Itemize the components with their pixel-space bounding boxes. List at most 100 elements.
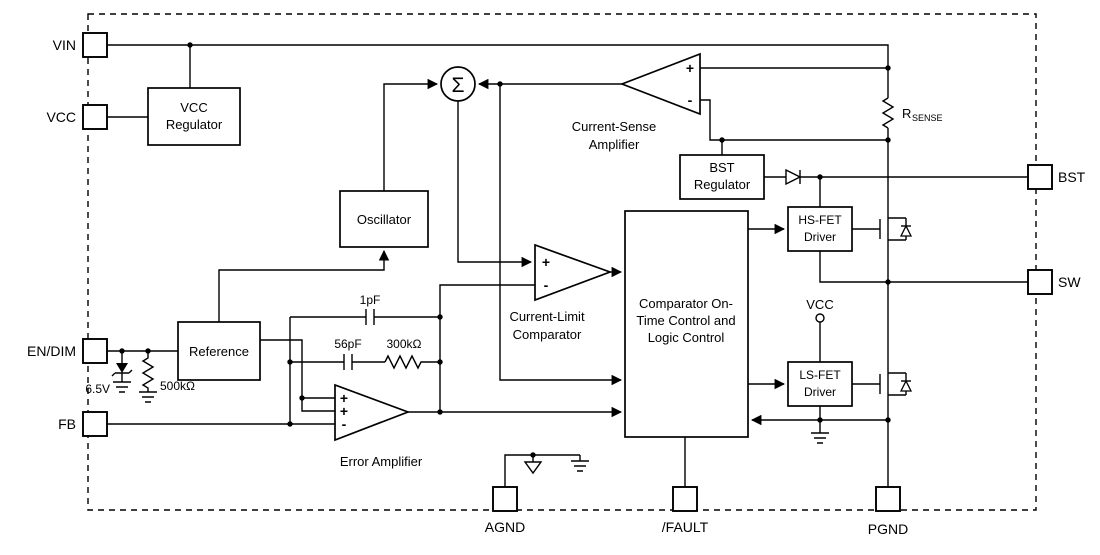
bst-regulator-label: Regulator xyxy=(694,177,751,192)
wire-summer-to-comparator xyxy=(457,101,533,268)
logic-control-label: Comparator On- xyxy=(639,296,733,311)
minus-sign: - xyxy=(688,92,693,108)
zener-voltage-label: 6.5V xyxy=(85,382,110,396)
vcc-regulator-box xyxy=(147,87,241,146)
junction xyxy=(497,81,503,87)
sigma-icon: Σ xyxy=(452,74,465,97)
pin-box-bst xyxy=(1027,164,1053,190)
error-amp-label: Error Amplifier xyxy=(340,454,423,469)
pin-pgnd: PGND xyxy=(868,486,908,537)
pin-fb: FB xyxy=(58,411,108,437)
summing-circle xyxy=(440,66,476,102)
pin-label-vin: VIN xyxy=(53,37,76,53)
minus-sign: - xyxy=(342,416,347,432)
res-500k-label: 500kΩ xyxy=(160,379,195,393)
ls-fet-driver-label: Driver xyxy=(804,385,836,399)
bst-regulator-box xyxy=(679,154,765,200)
error-amp-triangle xyxy=(334,383,411,442)
rsense-label-sub: SENSE xyxy=(912,113,943,123)
oscillator-box xyxy=(339,190,429,248)
pin-box-fb xyxy=(82,411,108,437)
wire-oscillator-to-summer xyxy=(383,78,439,191)
junction xyxy=(437,409,443,415)
rsense-label: R xyxy=(902,106,911,121)
wire-reference-to-oscillator xyxy=(218,249,390,322)
current-sense-amplifier: + - Current-Sense Amplifier xyxy=(572,52,701,152)
junction xyxy=(719,137,725,143)
ground-icon xyxy=(139,391,157,403)
ls-fet-driver-box xyxy=(787,361,853,407)
block-reference: Reference xyxy=(177,321,261,381)
pin-fault: /FAULT xyxy=(662,486,709,535)
wire-vin-rail xyxy=(107,44,889,98)
ic-boundary xyxy=(87,13,1037,511)
current-sense-amp-label: Current-Sense xyxy=(572,119,657,134)
res-300k-symbol xyxy=(384,354,440,370)
junction xyxy=(187,42,193,48)
part-labels: R SENSE 1pF 56pF 300kΩ 6.5V 500kΩ VCC xyxy=(85,106,942,396)
cap-1pf-symbol xyxy=(365,309,375,325)
block-hs-fet-driver: HS-FET Driver xyxy=(787,206,853,252)
wire-agnd xyxy=(504,454,580,487)
hs-fet-gate xyxy=(852,219,881,239)
current-sense-amp-label: Amplifier xyxy=(589,137,640,152)
hs-fet-driver-box xyxy=(787,206,853,252)
ls-fet-driver-label: LS-FET xyxy=(799,368,841,382)
pin-agnd: AGND xyxy=(485,486,525,535)
ls-fet-body-leads xyxy=(888,372,907,396)
junction xyxy=(287,359,293,365)
pin-label-bst: BST xyxy=(1058,169,1086,185)
ground-icon xyxy=(113,381,131,393)
vcc-net-label: VCC xyxy=(806,297,833,312)
hs-fet-driver-label: Driver xyxy=(804,230,836,244)
block-oscillator: Oscillator xyxy=(339,190,429,248)
junction xyxy=(530,452,536,458)
block-bst-regulator: BST Regulator xyxy=(679,154,765,200)
hs-fet-icon xyxy=(888,217,913,241)
pin-box-agnd xyxy=(492,486,518,512)
rsense-resistor-symbol xyxy=(881,97,895,129)
cap-56pf-label: 56pF xyxy=(334,337,361,351)
res-500k-symbol xyxy=(141,351,155,392)
junction-dots xyxy=(119,42,891,458)
wire-reference-to-error-amp xyxy=(260,339,335,412)
signal-ground-icon xyxy=(523,461,543,475)
plus-sign: + xyxy=(542,254,550,270)
junction xyxy=(145,348,151,354)
pin-label-sw: SW xyxy=(1058,274,1081,290)
pin-label-en-dim: EN/DIM xyxy=(27,343,76,359)
pin-vcc: VCC xyxy=(46,104,108,130)
logic-control-label: Logic Control xyxy=(648,330,725,345)
ground-icon xyxy=(811,432,829,444)
zener-diode-icon xyxy=(116,363,128,373)
logic-control-label: Time Control and xyxy=(636,313,735,328)
junction xyxy=(885,417,891,423)
oscillator-label: Oscillator xyxy=(357,212,412,227)
pin-label-fb: FB xyxy=(58,416,76,432)
pin-label-vcc: VCC xyxy=(46,109,76,125)
vcc-regulator-label: Regulator xyxy=(166,117,223,132)
error-amplifier: + + - Error Amplifier xyxy=(334,383,423,469)
hs-fet-driver-label: HS-FET xyxy=(798,213,842,227)
junction xyxy=(287,421,293,427)
bst-regulator-label: BST xyxy=(709,160,734,175)
wire-comp-right-riser xyxy=(439,284,535,412)
vcc-regulator-label: VCC xyxy=(180,100,207,115)
plus-sign: + xyxy=(340,403,348,419)
hs-fet-body-diode xyxy=(899,224,913,237)
pin-box-pgnd xyxy=(875,486,901,512)
junction xyxy=(119,348,125,354)
pin-label-pgnd: PGND xyxy=(868,521,908,537)
hs-fet-body-leads xyxy=(888,217,907,241)
cap-56pf-symbol xyxy=(343,354,353,370)
current-limit-comparator: + - Current-Limit Comparator xyxy=(509,243,613,342)
junction xyxy=(885,65,891,71)
junction xyxy=(437,314,443,320)
current-limit-comparator-triangle xyxy=(534,243,613,302)
junction xyxy=(437,359,443,365)
block-vcc-regulator: VCC Regulator xyxy=(147,87,241,146)
wire-cs-to-logic xyxy=(499,84,623,386)
ls-fet-gate xyxy=(852,374,881,394)
